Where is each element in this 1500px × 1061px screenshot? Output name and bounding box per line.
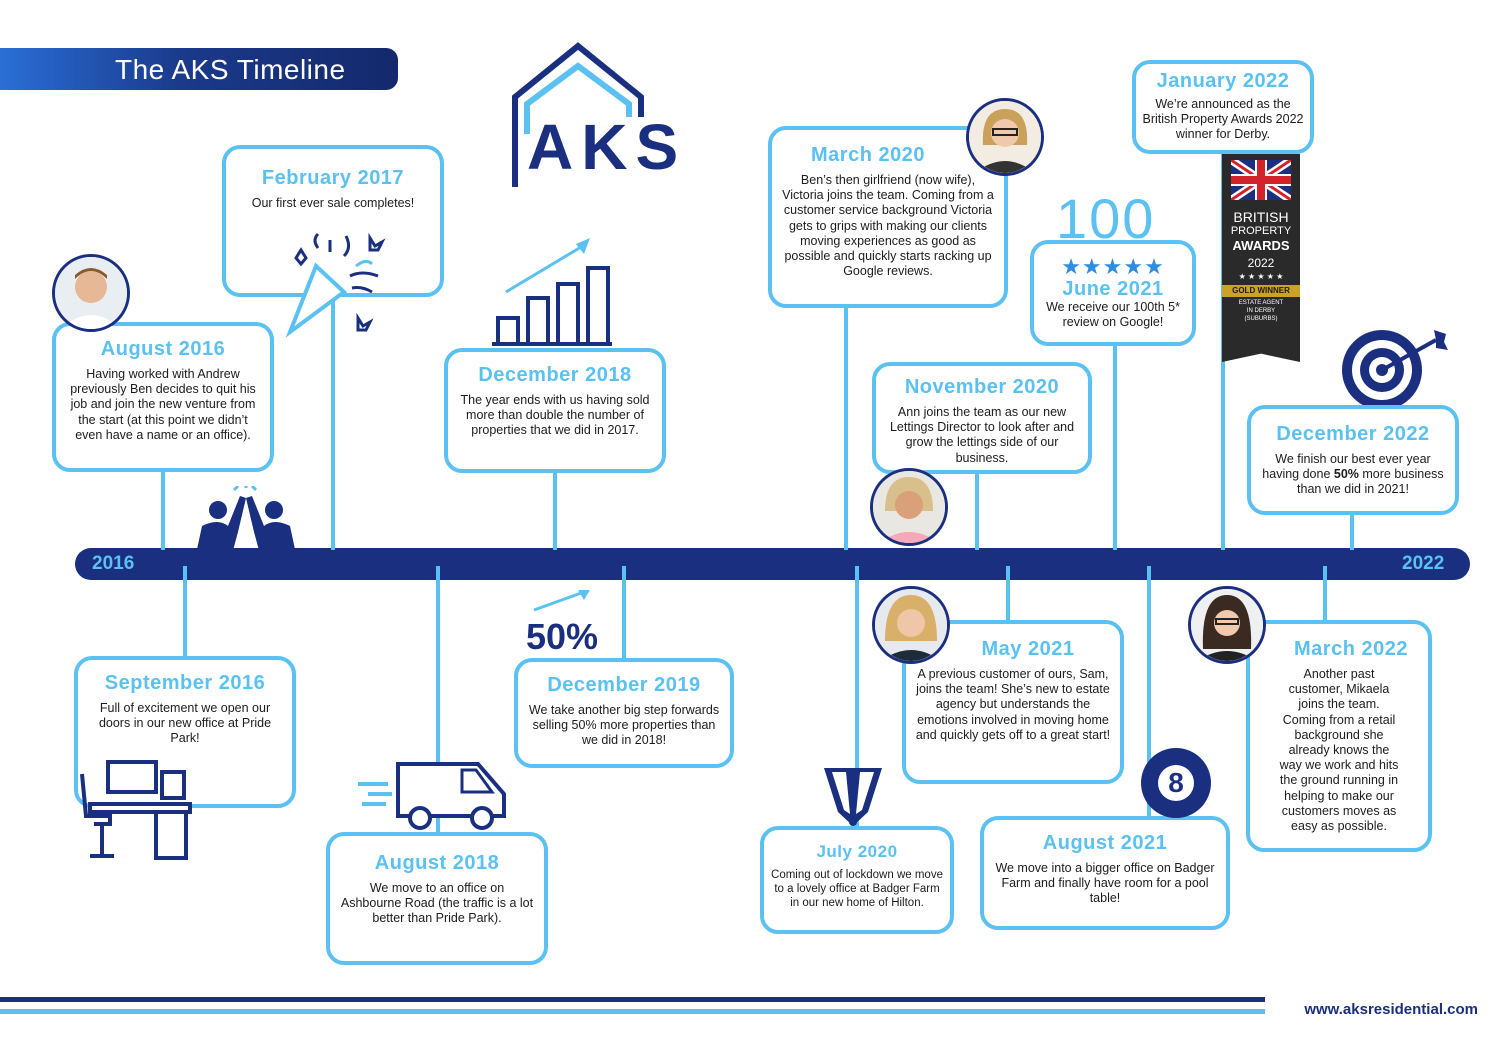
award-sub3: (SUBURBS) — [1244, 316, 1278, 322]
award-sub1: ESTATE AGENT — [1238, 300, 1284, 306]
event-date: August 2016 — [100, 338, 226, 360]
event-card-jun2021: ★★★★★ June 2021 We receive our 100th 5* … — [1030, 240, 1196, 346]
event-text: We receive our 100th 5* review on Google… — [1046, 300, 1180, 330]
event-card-aug2021: August 2021 We move into a bigger office… — [980, 816, 1230, 930]
award-ribbon: GOLD WINNER — [1222, 285, 1300, 297]
aks-logo: AKS — [505, 42, 678, 192]
event-card-nov2020: November 2020 Ann joins the team as our … — [872, 362, 1092, 474]
award-year: 2022 — [1247, 256, 1275, 270]
stem-jul2020 — [855, 566, 859, 826]
pool-ball-number: 8 — [1168, 767, 1184, 798]
avatar-mikaela — [1188, 586, 1266, 664]
event-date: November 2020 — [904, 376, 1060, 398]
event-text: Ann joins the team as our new Lettings D… — [889, 405, 1075, 465]
stem-mar2022 — [1323, 566, 1327, 620]
pool-ball-icon: 8 — [1141, 748, 1211, 818]
stem-sep2016 — [183, 566, 187, 658]
event-date: February 2017 — [261, 167, 405, 189]
award-line2: PROPERTY — [1230, 225, 1292, 237]
event-card-aug2018: August 2018 We move to an office on Ashb… — [326, 832, 548, 965]
event-card-aug2016: August 2016 Having worked with Andrew pr… — [52, 322, 274, 472]
avatar-ben — [52, 254, 130, 332]
event-text: Our first ever sale completes! — [251, 196, 415, 210]
van-icon — [358, 760, 510, 832]
footer-line-blue — [0, 1009, 1265, 1014]
stem-mar2020 — [844, 306, 848, 550]
footer-line-navy — [0, 997, 1265, 1002]
event-card-jan2022: January 2022 We’re announced as the Brit… — [1132, 60, 1314, 154]
logo-text: AKS — [527, 111, 687, 183]
party-popper-icon — [282, 228, 392, 338]
timeline-bar — [75, 548, 1470, 580]
event-text: We take another big step forwards sellin… — [528, 703, 720, 748]
event-text: A previous customer of ours, Sam, joins … — [915, 667, 1111, 742]
event-date: August 2018 — [374, 852, 500, 874]
event-text: We finish our best ever year having done… — [1262, 452, 1444, 497]
fifty-percent-text: 50% — [526, 616, 599, 657]
badger-icon — [818, 764, 888, 830]
footer-website-link[interactable]: www.aksresidential.com — [1304, 1001, 1478, 1018]
stem-dec2019 — [622, 566, 626, 658]
event-text: Ben’s then girlfriend (now wife), Victor… — [782, 173, 994, 279]
office-desk-icon — [76, 758, 196, 860]
event-text: We’re announced as the British Property … — [1142, 97, 1304, 142]
event-date: January 2022 — [1156, 70, 1290, 92]
event-text: The year ends with us having sold more t… — [460, 393, 650, 438]
event-date: August 2021 — [1042, 832, 1168, 854]
star-rating-icon: ★★★★★ — [1061, 254, 1165, 279]
event-date: June 2021 — [1062, 278, 1164, 300]
event-card-dec2018: December 2018 The year ends with us havi… — [444, 348, 666, 473]
stem-dec2018 — [553, 472, 557, 550]
stem-may2021 — [1006, 566, 1010, 620]
stem-aug2016 — [161, 470, 165, 550]
avatar-ann — [870, 468, 948, 546]
fifty-percent-badge: 50% — [526, 586, 626, 657]
event-card-dec2019: December 2019 We take another big step f… — [514, 658, 734, 768]
event-date: March 2022 — [1294, 638, 1408, 660]
stem-aug2021 — [1147, 566, 1151, 816]
british-property-awards-badge: BRITISH PROPERTY AWARDS 2022 ★ ★ ★ ★ ★ G… — [1222, 154, 1300, 362]
union-jack-icon — [1228, 156, 1294, 204]
stem-nov2020 — [975, 472, 979, 550]
event-text: We move to an office on Ashbourne Road (… — [340, 881, 534, 926]
year-end: 2022 — [1402, 553, 1445, 574]
stem-jun2021 — [1113, 345, 1117, 550]
event-date: December 2018 — [478, 364, 632, 386]
event-text: We move into a bigger office on Badger F… — [995, 861, 1215, 906]
growth-chart-icon — [490, 234, 614, 346]
event-card-jul2020: July 2020 Coming out of lockdown we move… — [760, 826, 954, 934]
avatar-victoria — [966, 98, 1044, 176]
event-date: December 2019 — [547, 674, 701, 696]
stem-aug2018 — [436, 566, 440, 834]
award-line1: BRITISH — [1233, 209, 1289, 225]
event-text: Another past customer, Mikaela joins the… — [1279, 667, 1399, 834]
event-text: Full of excitement we open our doors in … — [98, 701, 272, 746]
year-start: 2016 — [92, 553, 135, 574]
target-icon — [1340, 328, 1450, 412]
house-roof-icon — [512, 42, 644, 187]
event-card-mar2022: March 2022 Another past customer, Mikael… — [1246, 620, 1432, 852]
title-banner: The AKS Timeline — [0, 48, 398, 90]
event-date: December 2022 — [1276, 423, 1430, 445]
page-title: The AKS Timeline — [115, 54, 346, 85]
event-date: May 2021 — [981, 638, 1075, 660]
stem-dec2022 — [1350, 514, 1354, 550]
event-text: Having worked with Andrew previously Ben… — [70, 367, 256, 442]
stem-feb2017 — [331, 296, 335, 550]
arrow-up-icon — [533, 590, 590, 612]
award-stars: ★ ★ ★ ★ ★ — [1238, 272, 1284, 281]
award-line3: AWARDS — [1232, 238, 1290, 253]
hundred-badge: 100 — [1056, 187, 1156, 250]
avatar-sam — [872, 586, 950, 664]
event-text: Coming out of lockdown we move to a love… — [771, 869, 943, 909]
award-sub2: IN DERBY — [1246, 308, 1276, 314]
event-card-dec2022: December 2022 We finish our best ever ye… — [1247, 405, 1459, 515]
event-date: July 2020 — [816, 842, 898, 861]
event-card-mar2020: March 2020 Ben’s then girlfriend (now wi… — [768, 126, 1008, 308]
event-date: September 2016 — [104, 672, 266, 694]
high-five-icon — [188, 483, 303, 554]
event-date: March 2020 — [811, 144, 925, 166]
